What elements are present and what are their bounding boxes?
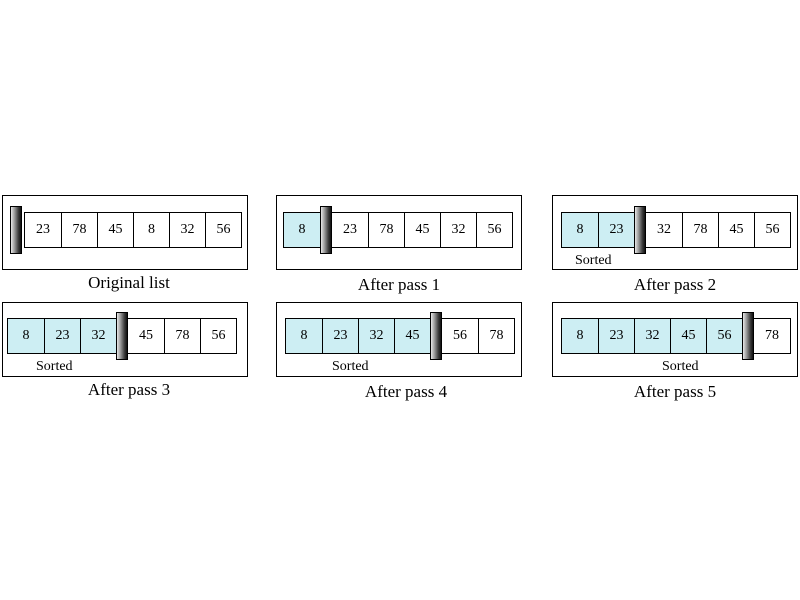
list-cell: 32: [634, 319, 670, 353]
pass-caption: After pass 4: [364, 382, 448, 401]
list-cell: 45: [97, 213, 133, 247]
list-cell: 78: [682, 213, 718, 247]
list-cell: 8: [562, 213, 598, 247]
list-cell: 56: [442, 319, 478, 353]
list-cell: 8: [284, 213, 320, 247]
list-cell: 45: [670, 319, 706, 353]
list-cell: 78: [61, 213, 97, 247]
sorted-sublist: 8: [283, 212, 321, 248]
list-cell: 45: [128, 319, 164, 353]
list-cell: 32: [440, 213, 476, 247]
sorted-label: Sorted: [36, 359, 73, 374]
list-cell: 23: [598, 319, 634, 353]
list-cell: 8: [133, 213, 169, 247]
wall-divider: [10, 206, 22, 254]
unsorted-sublist: 78: [753, 318, 791, 354]
list-cell: 56: [476, 213, 512, 247]
list-cell: 78: [164, 319, 200, 353]
list-cell: 23: [25, 213, 61, 247]
list-cell: 56: [706, 319, 742, 353]
wall-divider: [742, 312, 754, 360]
pass-caption: Original list: [88, 273, 170, 292]
wall-divider: [320, 206, 332, 254]
list-cell: 32: [358, 319, 394, 353]
list-cell: 8: [286, 319, 322, 353]
list-cell: 23: [322, 319, 358, 353]
list-cell: 56: [200, 319, 236, 353]
sorted-label: Sorted: [575, 253, 612, 268]
list-cell: 32: [80, 319, 116, 353]
wall-divider: [430, 312, 442, 360]
wall-divider: [116, 312, 128, 360]
pass-caption: After pass 2: [633, 275, 717, 294]
list-cell: 78: [754, 319, 790, 353]
list-cell: 23: [598, 213, 634, 247]
list-cell: 23: [332, 213, 368, 247]
sorted-label: Sorted: [662, 359, 699, 374]
sorted-label: Sorted: [332, 359, 369, 374]
list-cell: 23: [44, 319, 80, 353]
pass-caption: After pass 3: [87, 380, 171, 399]
list-cell: 8: [8, 319, 44, 353]
pass-caption: After pass 1: [357, 275, 441, 294]
list-cell: 56: [205, 213, 241, 247]
list-cell: 56: [754, 213, 790, 247]
list-cell: 45: [718, 213, 754, 247]
pass-caption: After pass 5: [633, 382, 717, 401]
list-cell: 45: [404, 213, 440, 247]
list-cell: 8: [562, 319, 598, 353]
list-cell: 78: [478, 319, 514, 353]
list-cell: 45: [394, 319, 430, 353]
list-cell: 78: [368, 213, 404, 247]
wall-divider: [634, 206, 646, 254]
list-cell: 32: [646, 213, 682, 247]
list-cell: 32: [169, 213, 205, 247]
